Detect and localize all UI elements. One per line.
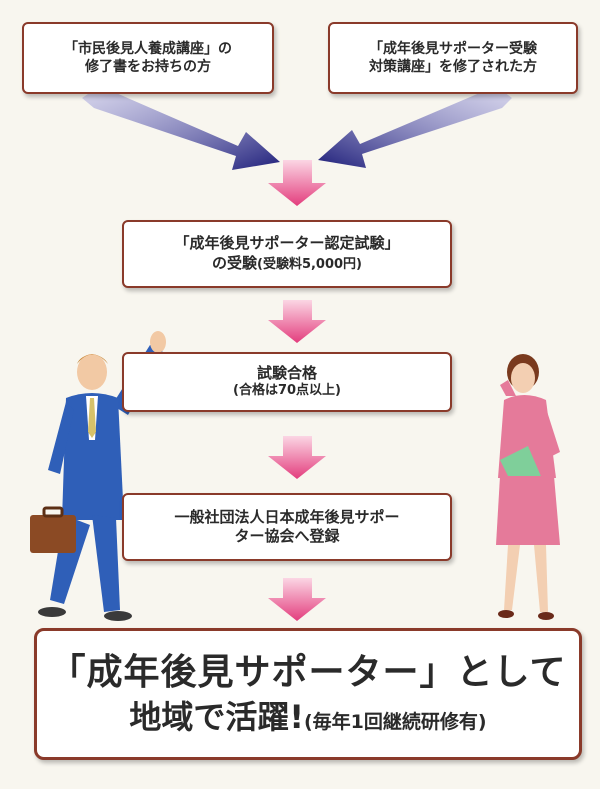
diagonal-arrow-left (82, 86, 280, 170)
pass-score-note: (合格は70点以上) (233, 383, 341, 399)
final-training-note: (毎年1回継続研修有) (304, 710, 487, 733)
box-certification-exam: 「成年後見サポーター認定試験」 の受験(受験料5,000円) (122, 220, 452, 288)
box-line: 対策講座」を修了された方 (369, 59, 537, 75)
box-line: の受験(受験料5,000円) (212, 254, 362, 274)
box-citizen-guardian-course: 「市民後見人養成講座」の 修了書をお持ちの方 (22, 22, 274, 94)
flow-arrow-2 (268, 300, 326, 343)
final-active-label: 地域で活躍! (129, 697, 304, 736)
final-headline: 「成年後見サポーター」として (49, 651, 567, 693)
flow-arrow-1 (268, 160, 326, 206)
box-line: 「成年後見サポーター受験 (369, 40, 537, 57)
diagonal-arrow-right (318, 86, 512, 168)
box-line: 「成年後見サポーター認定試験」 (174, 234, 400, 253)
box-association-registration: 一般社団法人日本成年後見サポー ター協会へ登録 (122, 493, 452, 561)
box-line: 一般社団法人日本成年後見サポー (174, 507, 400, 526)
box-exam-prep-course: 「成年後見サポーター受験 対策講座」を修了された方 (328, 22, 578, 94)
box-line: 「市民後見人養成講座」の (64, 40, 232, 57)
box-line: 修了書をお持ちの方 (85, 59, 211, 75)
box-line: ター協会へ登録 (234, 527, 340, 545)
exam-label: の受験 (211, 253, 257, 272)
businesswoman-illustration (496, 354, 560, 620)
exam-fee-note: (受験料5,000円) (257, 256, 363, 272)
box-line: 試験合格 (256, 363, 317, 382)
final-subline: 地域で活躍!(毎年1回継続研修有) (129, 697, 486, 739)
flow-arrow-4 (268, 578, 326, 621)
flow-arrow-3 (268, 436, 326, 479)
box-exam-pass: 試験合格 (合格は70点以上) (122, 352, 452, 412)
box-final-active-in-community: 「成年後見サポーター」として 地域で活躍!(毎年1回継続研修有) (34, 628, 582, 760)
